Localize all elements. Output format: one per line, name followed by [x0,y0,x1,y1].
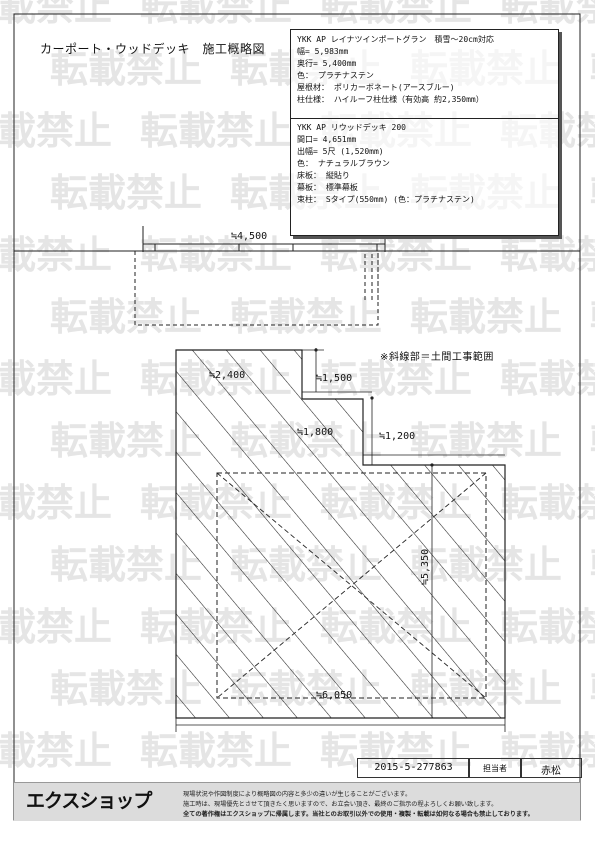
drawing-number-cell: 2015-5-277863 [357,758,470,778]
watermark-text: 転載禁止 [590,171,595,215]
footer-note-1: 現場状況や作図制度により概略図の内容と多少の違いが生じることがございます。 [183,791,412,798]
dim-2400: ≒2,400 [209,370,246,381]
spec-deck-floor: 床板： 縦貼り [297,171,350,180]
spec-carport-pillar: 柱仕様： ハイルーフ柱仕様（有効高 約2,350mm） [297,95,484,104]
carport-dashed-outline [134,251,379,326]
dim-6050: ≒6,050 [316,690,353,701]
watermark-text: 転載禁止 [410,295,562,339]
drawing-number: 2015-5-277863 [374,762,453,773]
watermark-text: 転載禁止 [140,729,292,773]
footer-band [14,782,580,821]
spec-deck-projection: 出幅= 5尺 (1,520mm) [297,147,384,156]
dim-carport-width: ≒4,500 [231,231,268,242]
staff-name-cell: 赤松 [520,758,582,778]
watermark-text: 転載禁止 [590,295,595,339]
hatch-legend-note: ※斜線部＝土間工事範囲 [380,352,494,363]
spec-deck-color: 色： ナチュラルブラウン [297,159,390,168]
spec-deck-post: 束柱： Sタイプ(550mm) (色：プラチナステン) [297,195,475,204]
watermark-text: 転載禁止 [0,109,112,153]
spec-divider [291,118,558,119]
watermark-text: 転載禁止 [0,357,112,401]
spec-carport-width: 幅= 5,983mm [297,47,349,56]
watermark-text: 転載禁止 [0,233,112,277]
spec-deck-model: YKK AP リウッドデッキ 200 [297,123,406,132]
watermark-text: 転載禁止 [140,109,292,153]
company-logo: エクスショップ [26,790,152,812]
spec-carport-color: 色： プラチナステン [297,71,374,80]
watermark-text: 転載禁止 [410,419,562,463]
dim-1500: ≒1,500 [316,373,353,384]
watermark-text: 転載禁止 [500,481,595,525]
watermark-text: 転載禁止 [0,729,112,773]
spec-deck-skirt: 幕板： 標準幕板 [297,183,358,192]
spec-carport-model: YKK AP レイナツインポートグラン 積雪～20cm対応 [297,35,494,44]
watermark-text: 転載禁止 [50,171,202,215]
watermark-text: 転載禁止 [320,729,472,773]
watermark-text: 転載禁止 [500,605,595,649]
dim-1200: ≒1,200 [379,431,416,442]
carport-footprint-dashed [216,472,487,699]
drawing-title: カーポート・ウッドデッキ 施工概略図 [40,42,266,56]
watermark-text: 転載禁止 [500,729,595,773]
spec-box: YKK AP レイナツインポートグラン 積雪～20cm対応 幅= 5,983mm… [290,29,559,236]
watermark-text: 転載禁止 [50,47,202,91]
watermark-text: 転載禁止 [500,233,595,277]
watermark-text: 転載禁止 [320,357,472,401]
watermark-text: 転載禁止 [590,543,595,587]
staff-label-cell: 担当者 [468,758,522,778]
watermark-text: 転載禁止 [0,605,112,649]
dim-5350: ≒5,350 [420,548,431,585]
dim-1800: ≒1,800 [297,427,334,438]
watermark-text: 転載禁止 [500,357,595,401]
carport-beam-right [292,243,378,252]
watermark-text: 転載禁止 [50,295,202,339]
footer-note-3: 全ての著作権はエクスショップに帰属します。当社とのお取引以外での使用・複製・転載… [183,811,534,818]
watermark-text: 転載禁止 [590,419,595,463]
watermark-text: 転載禁止 [0,481,112,525]
spec-carport-roof: 屋根材： ポリカーボネート(アースブルー) [297,83,455,92]
footer-note-2: 施工時は、現場優先とさせて頂きたく思いますので、お立会い頂き、最終のご指示の程よ… [183,801,498,808]
watermark-text: 転載禁止 [320,233,472,277]
spec-deck-frontage: 間口= 4,651mm [297,135,357,144]
watermark-text: 転載禁止 [230,295,382,339]
carport-beam-left [154,243,240,252]
staff-name: 赤松 [541,766,561,777]
watermark-text: 転載禁止 [590,667,595,711]
earthwork-hatched-area [175,349,506,719]
watermark-text: 転載禁止 [140,233,292,277]
watermark-text: 転載禁止 [590,47,595,91]
staff-label: 担当者 [483,764,507,773]
spec-carport-depth: 奥行= 5,400mm [297,59,357,68]
